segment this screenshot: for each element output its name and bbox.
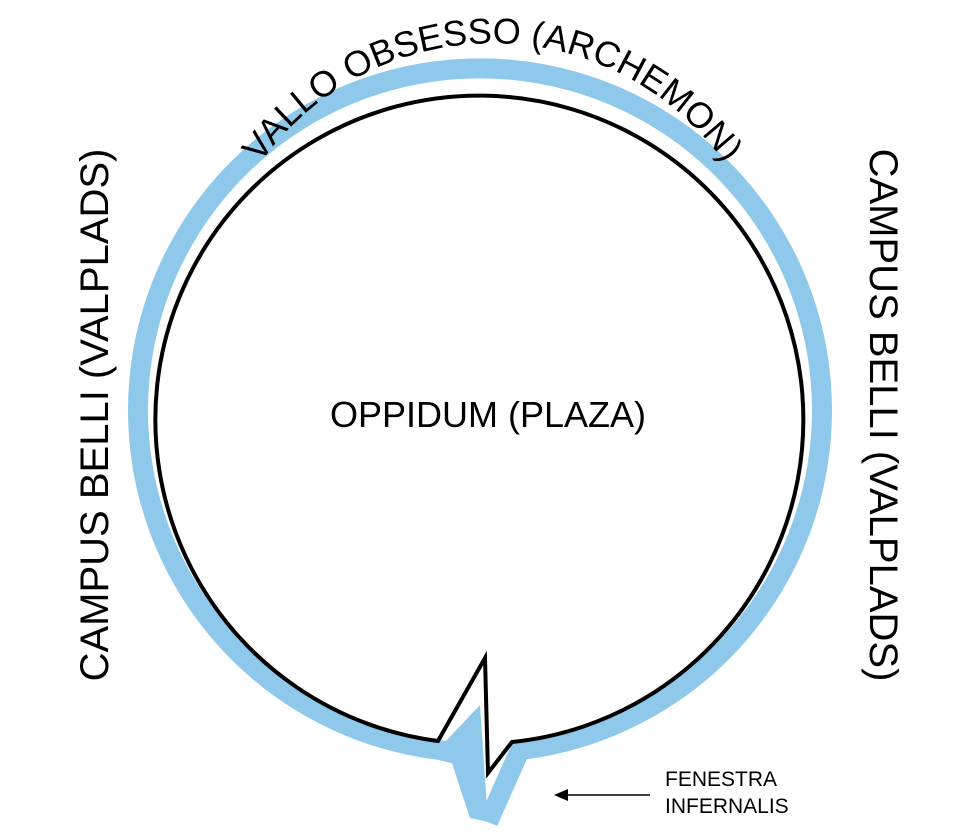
right-side-label: CAMPUS BELLI (VALPLADS) — [861, 149, 905, 682]
gate-label-line2: INFERNALIS — [665, 795, 789, 818]
gate-pointer-arrowhead — [554, 789, 568, 801]
inner-wall-line — [153, 93, 806, 779]
outer-wall-band — [128, 58, 832, 827]
gate-label-line1: FENESTRA — [665, 768, 777, 791]
center-label: OPPIDUM (PLAZA) — [330, 394, 646, 435]
left-side-label: CAMPUS BELLI (VALPLADS) — [73, 149, 117, 682]
gate-wedge — [445, 705, 488, 822]
